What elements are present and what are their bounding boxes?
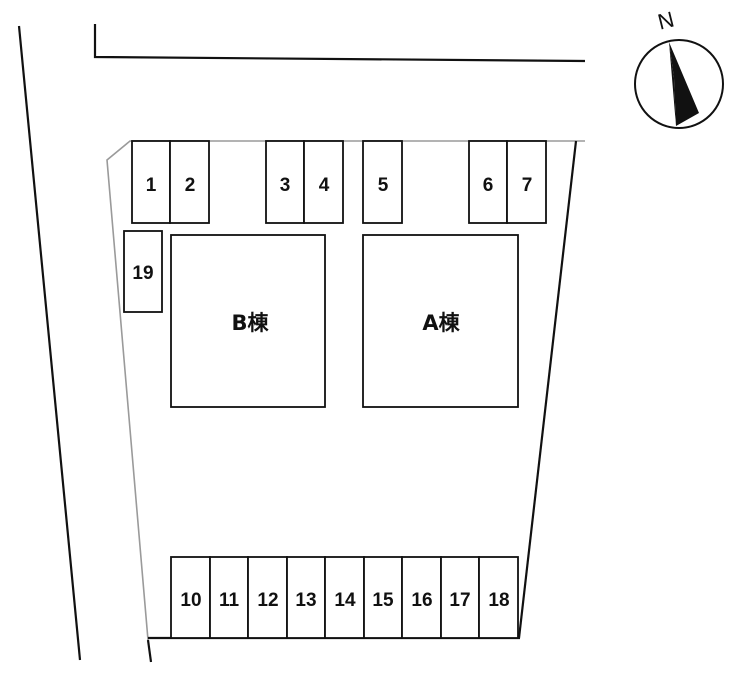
parking-space-label: 13 bbox=[295, 590, 316, 611]
compass-needle-icon bbox=[669, 42, 699, 126]
parking-space-5: 5 bbox=[362, 140, 403, 224]
parking-space-11: 11 bbox=[209, 556, 249, 639]
lot-boundary-gray bbox=[106, 140, 585, 641]
south-road-edge bbox=[146, 639, 153, 663]
parking-space-label: 11 bbox=[219, 590, 240, 611]
parking-space-12: 12 bbox=[247, 556, 288, 639]
parking-space-17: 17 bbox=[440, 556, 480, 639]
parking-space-label: 3 bbox=[280, 175, 291, 196]
parking-space-label: 19 bbox=[132, 263, 153, 284]
parking-space-6: 6 bbox=[468, 140, 508, 224]
parking-space-label: 6 bbox=[483, 175, 494, 196]
building-b-label: B棟 bbox=[231, 311, 269, 335]
parking-space-16: 16 bbox=[401, 556, 442, 639]
parking-space-1: 1 bbox=[131, 140, 171, 224]
parking-row-top: 1 2 3 4 5 6 7 bbox=[131, 140, 547, 224]
parking-space-14: 14 bbox=[324, 556, 365, 639]
parking-space-18: 18 bbox=[478, 556, 519, 639]
building-a-label: A棟 bbox=[422, 311, 460, 335]
parking-space-label: 14 bbox=[334, 590, 356, 611]
parking-space-10: 10 bbox=[170, 556, 211, 639]
parking-space-label: 12 bbox=[257, 590, 278, 611]
parking-space-label: 5 bbox=[378, 175, 389, 196]
parking-space-label: 17 bbox=[449, 590, 470, 611]
parking-space-label: 1 bbox=[146, 175, 157, 196]
north-compass: N bbox=[634, 6, 724, 129]
parking-space-13: 13 bbox=[286, 556, 326, 639]
lot-boundary-east bbox=[517, 140, 578, 639]
parking-space-4: 4 bbox=[303, 140, 344, 224]
parking-space-label: 2 bbox=[185, 175, 196, 196]
parking-space-15: 15 bbox=[363, 556, 403, 639]
parking-space-2: 2 bbox=[169, 140, 210, 224]
parking-space-label: 18 bbox=[488, 590, 509, 611]
north-label: N bbox=[655, 6, 676, 34]
parking-space-3: 3 bbox=[265, 140, 305, 224]
parking-space-label: 10 bbox=[180, 590, 201, 611]
parking-space-label: 7 bbox=[522, 175, 533, 196]
road-lines bbox=[17, 24, 586, 663]
building-a: A棟 bbox=[362, 234, 519, 408]
west-road-edge bbox=[17, 25, 82, 661]
north-road-edge bbox=[93, 24, 586, 63]
parking-space-label: 16 bbox=[411, 590, 432, 611]
parking-space-7: 7 bbox=[506, 140, 547, 224]
building-b: B棟 bbox=[170, 234, 326, 408]
parking-space-label: 4 bbox=[319, 175, 330, 196]
parking-space-label: 15 bbox=[372, 590, 394, 611]
parking-row-bottom: 10 11 12 13 14 15 16 17 bbox=[170, 556, 519, 639]
parking-space-19: 19 bbox=[123, 230, 163, 313]
